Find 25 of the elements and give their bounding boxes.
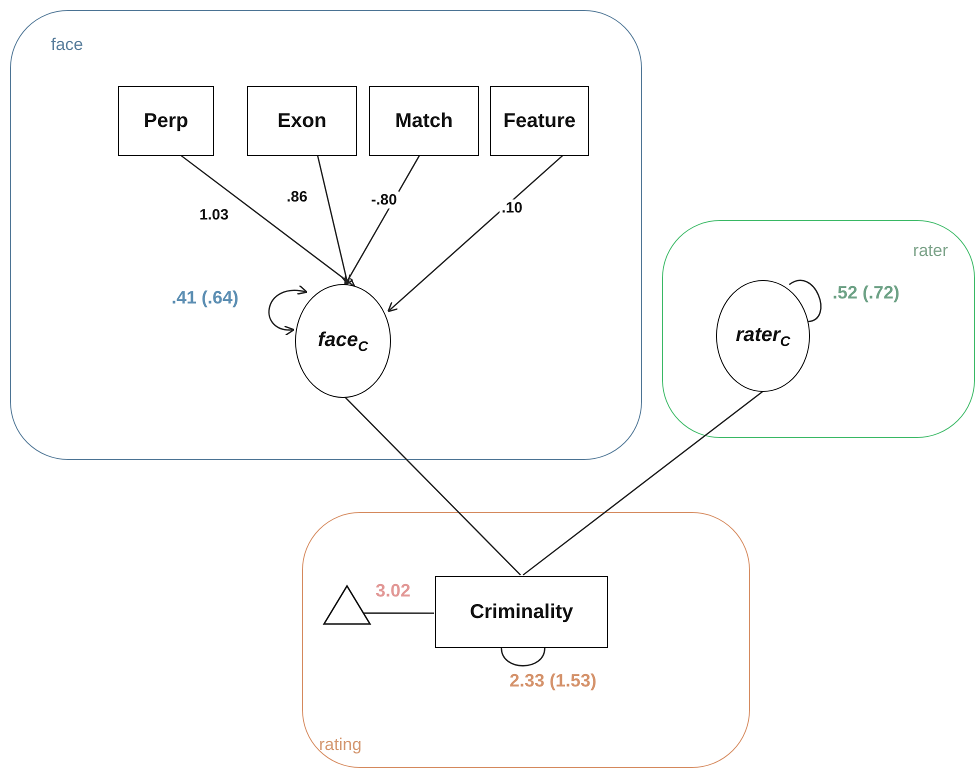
group-panel xyxy=(10,10,642,460)
variance-loop xyxy=(500,646,546,666)
observed-variable-box: Feature xyxy=(490,86,589,156)
variance-loop xyxy=(268,286,308,335)
arrow xyxy=(180,154,356,288)
constant-triangle xyxy=(324,586,370,624)
observed-variable-box: Match xyxy=(369,86,479,156)
observed-variable-box: Perp xyxy=(118,86,214,156)
variable-name: face$_{C}$ xyxy=(318,328,368,354)
arrow xyxy=(387,154,564,312)
edge-label: -.80 xyxy=(369,192,399,208)
variable-name: rater$_{C}$ xyxy=(736,324,790,348)
variance-loop xyxy=(788,280,822,322)
panel-title: rating xyxy=(319,735,362,755)
connector-line xyxy=(344,396,521,576)
connector-line xyxy=(362,612,434,614)
edge-label: 2.33 (1.53) xyxy=(507,670,599,692)
group-panel xyxy=(302,512,750,768)
panel-title: rater xyxy=(913,241,948,261)
observed-variable-box: Criminality xyxy=(435,576,608,648)
arrow xyxy=(316,154,351,285)
panel-title: face xyxy=(51,35,84,55)
arrow xyxy=(344,154,420,286)
connector-line xyxy=(522,389,766,576)
observed-variable-box: Exon xyxy=(247,86,357,156)
